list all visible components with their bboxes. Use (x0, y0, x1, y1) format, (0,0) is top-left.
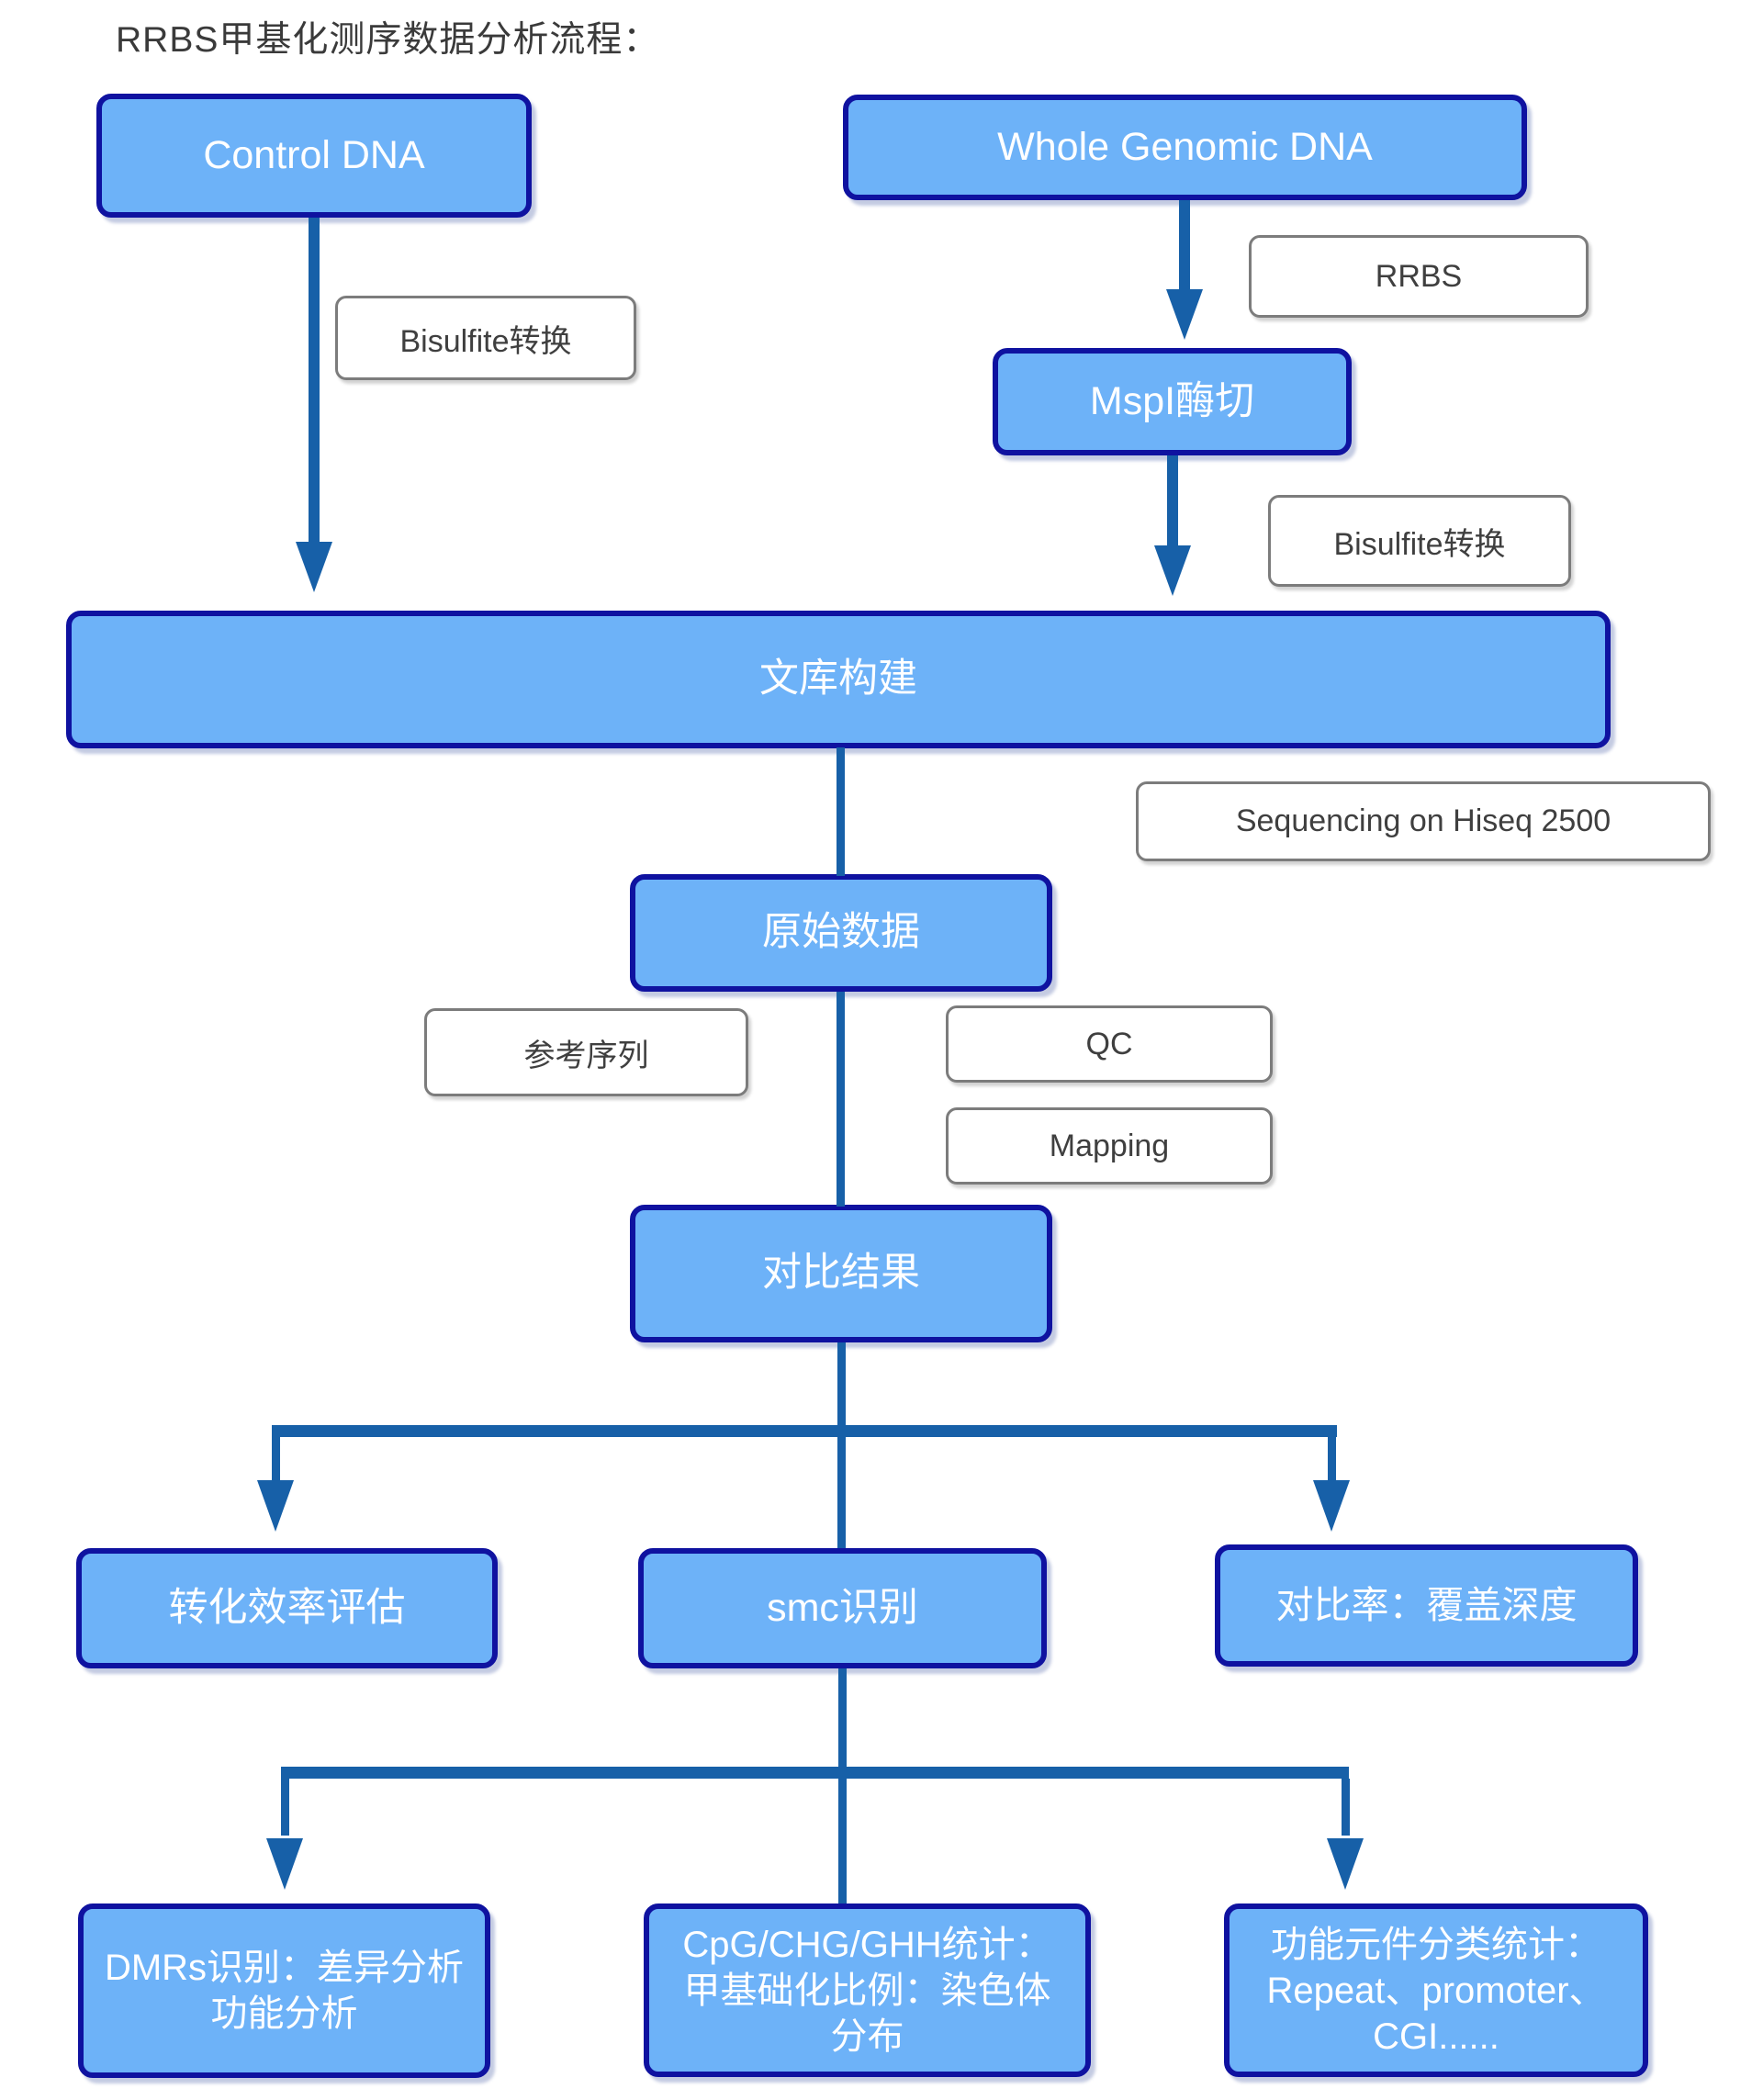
arrowhead-mspi-to-library (1154, 545, 1191, 596)
branch-drop-right-upper (1328, 1437, 1336, 1483)
flowchart-node-mapping-rate-coverage: 对比率：覆盖深度 (1215, 1544, 1638, 1667)
branch-bar-upper (272, 1425, 1337, 1437)
flowchart-node-functional-elements: 功能元件分类统计： Repeat、promoter、 CGI...... (1224, 1903, 1648, 2077)
step-label-rrbs: RRBS (1249, 235, 1589, 318)
connector-smc-to-cpg (838, 1668, 847, 1903)
flowchart-node-control-dna: Control DNA (96, 94, 532, 218)
arrow-line-wgd-to-mspi (1179, 200, 1190, 294)
connector-library-to-rawdata (837, 747, 845, 876)
arrowhead-to-dmrs (266, 1838, 303, 1890)
connector-alignment-to-smc (837, 1342, 846, 1548)
step-label-qc: QC (946, 1005, 1273, 1083)
flowchart-node-conversion-efficiency: 转化效率评估 (76, 1548, 498, 1668)
flowchart-node-alignment-result: 对比结果 (630, 1205, 1052, 1342)
arrow-line-control-to-library (309, 218, 320, 548)
connector-rawdata-to-alignment (837, 992, 845, 1207)
flowchart-node-dmrs: DMRs识别：差异分析 功能分析 (78, 1903, 490, 2078)
arrowhead-control-to-library (296, 542, 332, 592)
branch-drop-left-upper (272, 1437, 280, 1483)
flowchart-node-whole-genomic-dna: Whole Genomic DNA (843, 95, 1527, 200)
arrowhead-to-functional-elements (1327, 1838, 1364, 1890)
branch-bar-lower (281, 1767, 1349, 1779)
arrow-line-mspi-to-library (1167, 455, 1178, 552)
step-label-sequencing: Sequencing on Hiseq 2500 (1136, 781, 1711, 861)
flowchart-node-library-construction: 文库构建 (66, 611, 1611, 748)
flowchart-node-cpg-stats: CpG/CHG/GHH统计： 甲基础化比例：染色体 分布 (644, 1903, 1091, 2077)
step-label-bisulfite-conversion-left: Bisulfite转换 (335, 296, 636, 380)
page-title: RRBS甲基化测序数据分析流程： (116, 20, 660, 60)
step-label-bisulfite-conversion-right: Bisulfite转换 (1268, 495, 1571, 587)
flowchart-node-raw-data: 原始数据 (630, 874, 1052, 992)
flowchart-node-mspi-digestion: MspI酶切 (993, 348, 1352, 455)
step-label-reference-sequence: 参考序列 (424, 1008, 748, 1096)
arrowhead-to-mapping-rate (1313, 1480, 1350, 1532)
branch-drop-right-lower (1342, 1779, 1350, 1836)
arrowhead-wgd-to-mspi (1166, 289, 1203, 340)
branch-drop-left-lower (281, 1779, 289, 1836)
step-label-mapping: Mapping (946, 1107, 1273, 1185)
flowchart-node-smc-identification: smc识别 (638, 1548, 1047, 1668)
arrowhead-to-conversion-efficiency (257, 1480, 294, 1532)
